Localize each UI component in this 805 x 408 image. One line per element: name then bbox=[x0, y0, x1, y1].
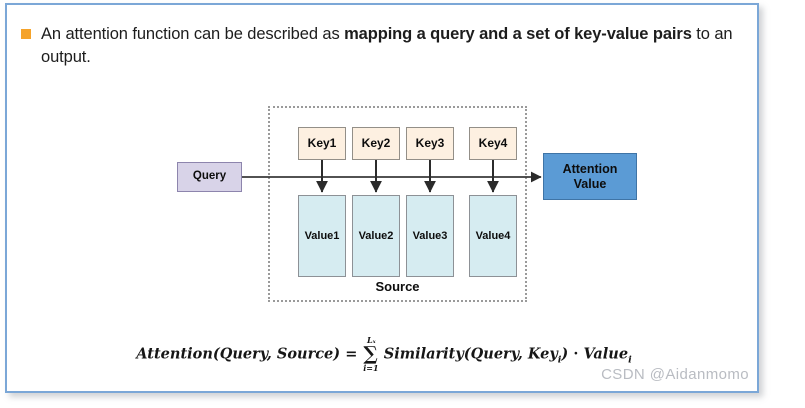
bullet-text: An attention function can be described a… bbox=[41, 23, 741, 70]
value-box-4: Value4 bbox=[469, 195, 517, 277]
formula-sum-symbol: ∑ bbox=[363, 343, 378, 365]
formula-rhs-close: ) bbox=[561, 345, 569, 363]
value-box-2: Value2 bbox=[352, 195, 400, 277]
attention-value-line2: Value bbox=[573, 176, 607, 191]
bullet-paragraph: An attention function can be described a… bbox=[21, 23, 741, 70]
key-box-4: Key4 bbox=[469, 127, 517, 160]
bullet-text-seg-1: mapping a query and a set of key-value p… bbox=[344, 25, 692, 43]
formula-rhs-sub-value: i bbox=[628, 354, 632, 366]
value-box-3: Value3 bbox=[406, 195, 454, 277]
formula-dot-operator: · bbox=[573, 345, 579, 363]
key-box-1: Key1 bbox=[298, 127, 346, 160]
bullet-square-icon bbox=[21, 29, 31, 39]
formula-rhs-value: Value bbox=[583, 345, 629, 363]
formula-summation: Lₓ ∑ i=1 bbox=[363, 336, 378, 372]
source-dotted-container bbox=[268, 106, 527, 302]
attention-diagram: Source Query Attention Value Key1 Key2 K… bbox=[7, 5, 761, 395]
formula-sum-lower: i=1 bbox=[363, 363, 379, 373]
source-label: Source bbox=[375, 279, 420, 294]
value-box-1: Value1 bbox=[298, 195, 346, 277]
formula-sum-upper: Lₓ bbox=[366, 335, 376, 345]
formula-rhs-function: Similarity(Query, Key bbox=[383, 345, 558, 363]
bullet-text-seg-2: to an output. bbox=[41, 25, 733, 67]
presentation-slide: An attention function can be described a… bbox=[5, 3, 759, 393]
formula-equals: = bbox=[345, 345, 358, 363]
key-box-2: Key2 bbox=[352, 127, 400, 160]
query-box: Query bbox=[177, 162, 242, 192]
attention-formula: Attention(Query, Source) = Lₓ ∑ i=1 Simi… bbox=[7, 336, 761, 372]
attention-value-box: Attention Value bbox=[543, 153, 637, 200]
attention-value-line1: Attention bbox=[562, 162, 618, 177]
formula-rhs-sub-key: i bbox=[557, 354, 562, 366]
bullet-text-seg-0: An attention function can be described a… bbox=[41, 25, 345, 43]
watermark: CSDN @Aidanmomo bbox=[601, 366, 749, 383]
formula-lhs: Attention(Query, Source) bbox=[136, 345, 341, 363]
key-box-3: Key3 bbox=[406, 127, 454, 160]
